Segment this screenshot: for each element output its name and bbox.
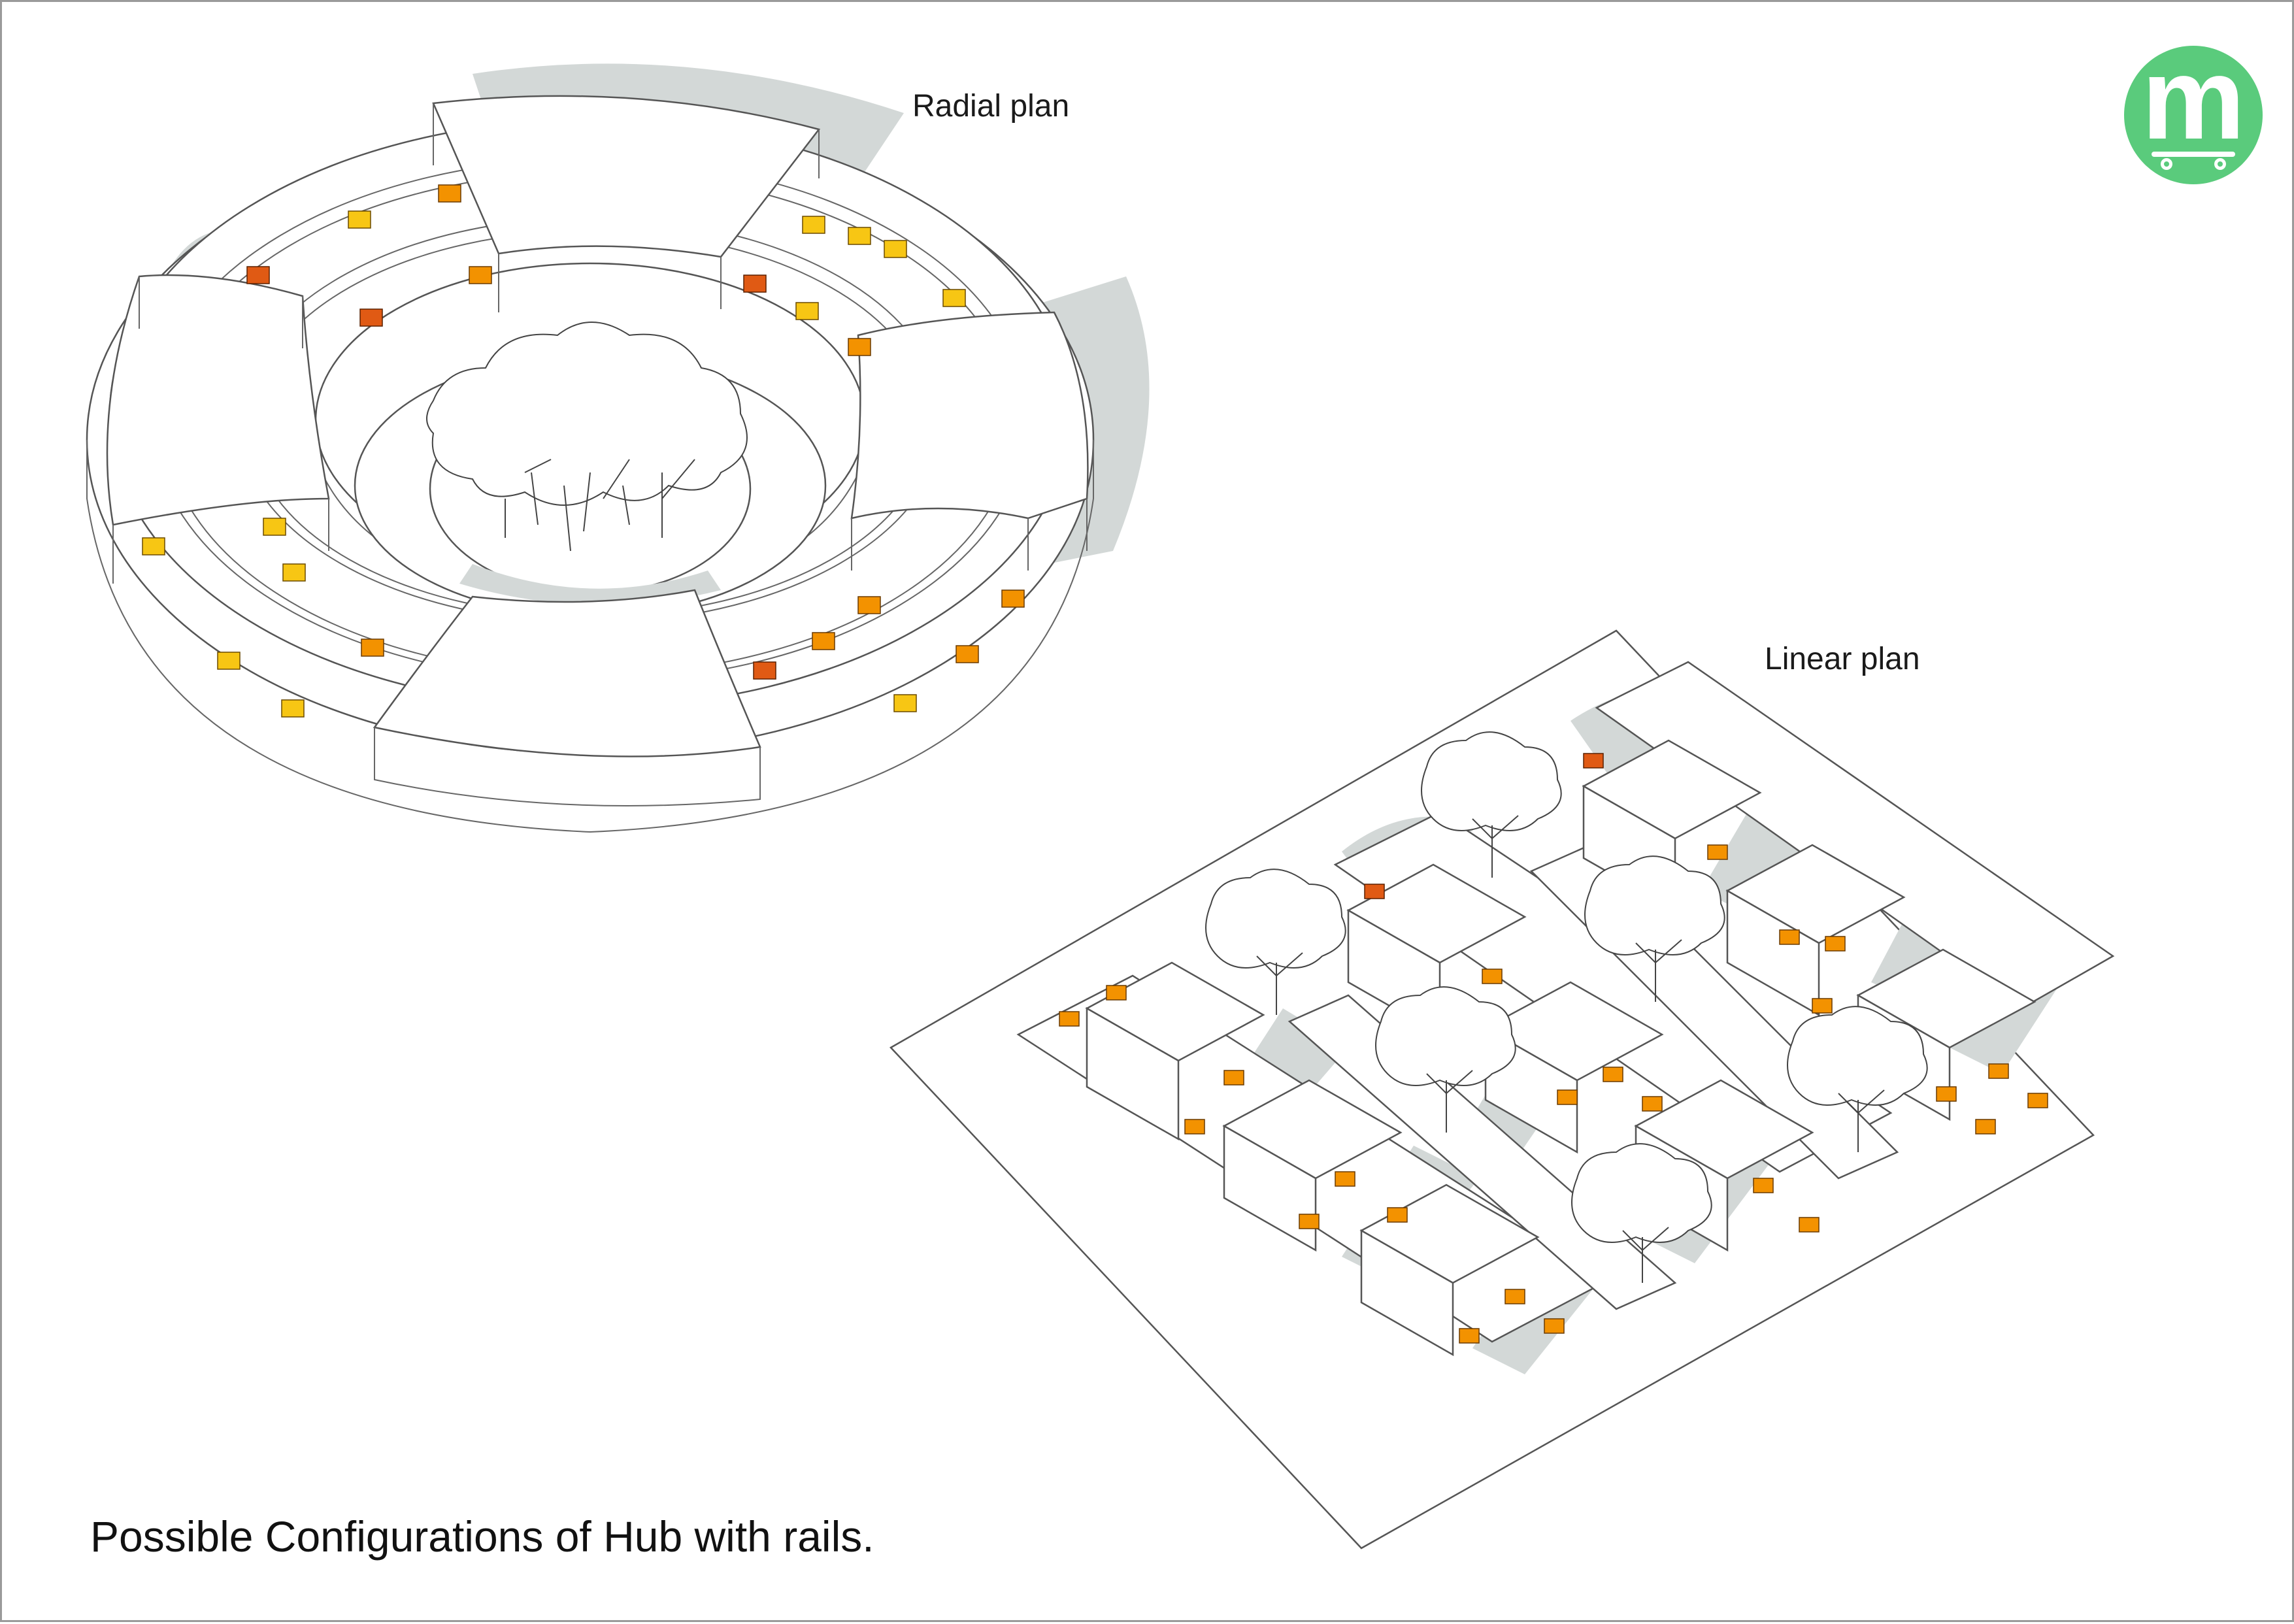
- radial-canopy: [432, 95, 821, 258]
- linear-plan-drawing: [889, 629, 2115, 1549]
- m-logo: m: [2124, 33, 2263, 184]
- radial-canopies: [106, 95, 1089, 806]
- linear-pods: [1059, 753, 2048, 1344]
- logo-letter: m: [2141, 33, 2246, 163]
- radial-plan-drawing: [86, 63, 1150, 833]
- radial-plan-label: Radial plan: [912, 89, 1070, 124]
- radial-canopy: [106, 274, 330, 526]
- linear-trees: [1205, 731, 1928, 1283]
- linear-plan-label: Linear plan: [1765, 642, 1920, 676]
- radial-central-trees: [426, 322, 748, 552]
- page-caption: Possible Configurations of Hub with rail…: [90, 1512, 874, 1561]
- radial-canopy: [373, 589, 761, 757]
- radial-pods: [142, 184, 1025, 718]
- logo-wheel-icon: [2214, 158, 2226, 170]
- logo-wheel-icon: [2161, 158, 2172, 170]
- logo-rail: [2152, 152, 2235, 157]
- radial-canopy: [850, 311, 1089, 520]
